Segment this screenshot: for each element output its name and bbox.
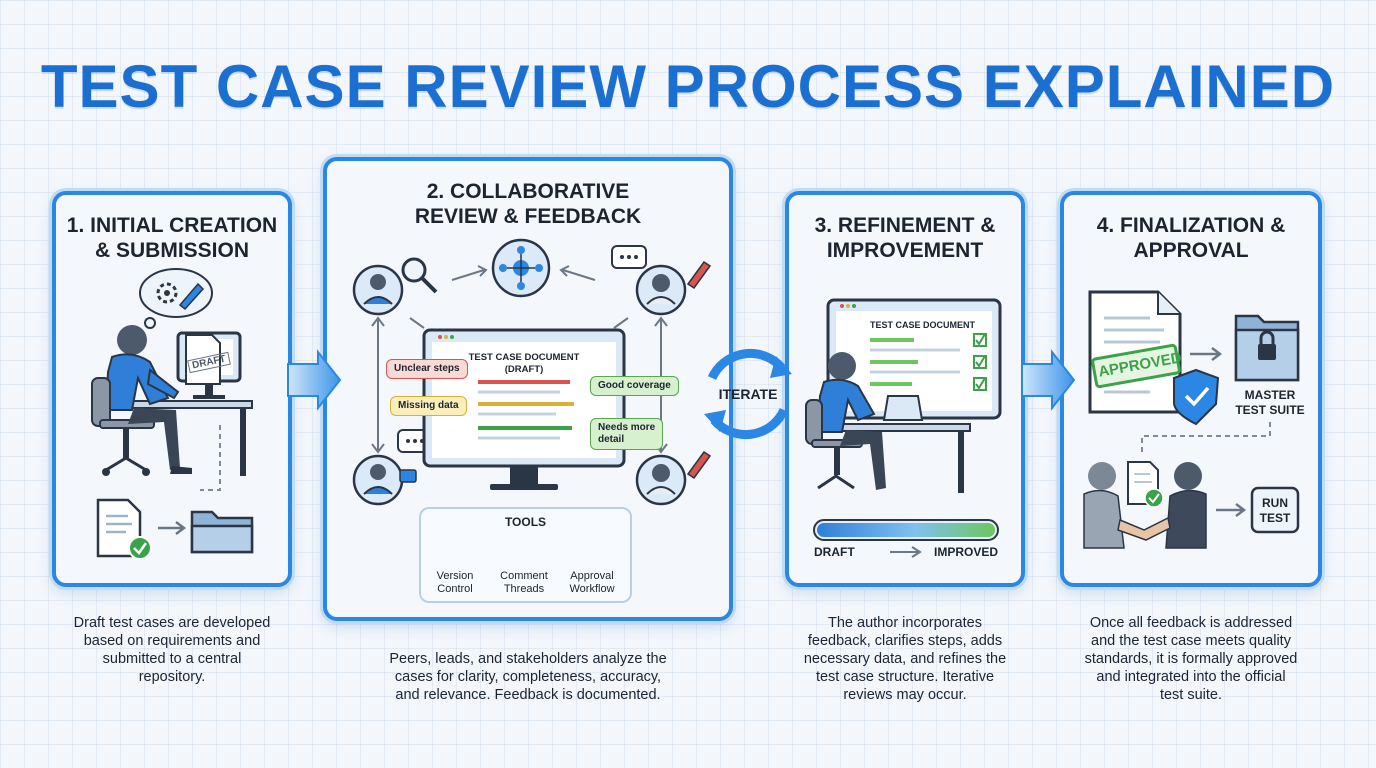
folder-icon [190,510,254,554]
tool-comment-threads-line1: Comment [500,570,548,582]
step-3-desc-line: reviews may occur. [843,687,967,703]
step-2-title-line1: 2. COLLABORATIVE [426,180,630,203]
callout-needs-more-line2: detail [598,434,625,445]
step-1-title-line2: & SUBMISSION [94,239,249,262]
step-4-desc-line: and integrated into the official [1096,669,1286,685]
tool-comment-threads: Comment Threads [492,570,556,596]
callout-unclear-steps: Unclear steps [386,359,468,379]
suite-dashed-path [1141,422,1271,452]
tool-comment-threads-line2: Threads [503,583,545,595]
arrow-to-run [1216,503,1247,517]
handshake-icon [1083,461,1207,549]
lock-folder-icon [1234,314,1300,382]
tool-approval-workflow-line2: Workflow [569,583,615,595]
connector-arrows [371,265,668,454]
callout-needs-more-detail: Needs more detail [590,418,664,450]
arrow-to-suite [1190,347,1223,361]
step-3-desc-line: The author incorporates [828,615,982,631]
tool-approval-workflow: Approval Workflow [559,570,625,596]
step-3-desc-line: test case structure. Iterative [815,669,995,685]
progress-from-label: DRAFT [814,545,855,559]
step-1-desc-line: Draft test cases are developed [73,615,271,631]
refinement-worker-icon [805,298,1002,493]
step-4-description: Once all feedback is addressed and the t… [1060,614,1322,704]
step-1-description: Draft test cases are developed based on … [52,614,292,686]
tool-version-control-line1: Version [436,570,474,582]
flow-arrow-3-4 [1021,349,1076,411]
step-2-desc-line: and relevance. Feedback is documented. [395,687,661,703]
step-2-desc-line: cases for clarity, completeness, accurac… [394,669,662,685]
tools-heading: TOOLS [504,515,547,529]
step-4-desc-line: test suite. [1159,687,1223,703]
step-3-description: The author incorporates feedback, clarif… [782,614,1028,704]
step-1-desc-line: based on requirements and [83,633,261,649]
step-3-title-line2: IMPROVEMENT [826,239,984,262]
step-3-title-line1: 3. REFINEMENT & [814,214,996,237]
run-test-line1: RUN [1262,496,1288,510]
tools-box: TOOLS [419,507,632,603]
step-2-desc-line: Peers, leads, and stakeholders analyze t… [389,651,667,667]
step-3-desc-line: feedback, clarifies steps, adds [807,633,1003,649]
submit-dashed-path [200,425,221,491]
callout-missing-data: Missing data [390,396,467,416]
arrow-to-folder [158,521,187,535]
step-2-title-line2: REVIEW & FEEDBACK [414,205,642,228]
run-test-line2: TEST [1259,511,1291,525]
step-1-title-line1: 1. INITIAL CREATION [66,214,278,237]
approved-document-icon [1088,290,1182,414]
thought-bubble-icon [137,268,213,338]
doc-title-line1: TEST CASE DOCUMENT [468,352,580,363]
step-1-desc-line: repository. [138,669,206,685]
run-test-button [1250,486,1300,534]
step-2-description: Peers, leads, and stakeholders analyze t… [330,650,726,704]
step-4-desc-line: standards, it is formally approved [1084,651,1298,667]
page-title: TEST CASE REVIEW PROCESS EXPLAINED [40,53,1336,120]
tool-version-control: Version Control [423,570,487,596]
draft-improved-progress-bar [813,519,999,558]
step-4-title-line2: APPROVAL [1133,239,1249,262]
suite-label-line1: MASTER [1244,388,1296,402]
callout-good-coverage: Good coverage [590,376,679,396]
step-4-desc-line: and the test case meets quality [1091,633,1291,649]
iterate-label: ITERATE [718,386,778,402]
step-4-desc-line: Once all feedback is addressed [1089,615,1293,631]
document-check-icon [96,498,152,560]
tool-approval-workflow-line1: Approval [570,570,614,582]
refine-doc-title: TEST CASE DOCUMENT [870,320,976,330]
hub-icon [491,238,551,298]
flow-arrow-1-2 [287,349,342,411]
step-3-desc-line: necessary data, and refines the [803,651,1007,667]
progress-to-label: IMPROVED [934,545,999,559]
step-1-desc-line: submitted to a central [102,651,242,667]
desk-worker-icon [91,325,253,476]
suite-label-line2: TEST SUITE [1235,403,1305,417]
iterate-cycle-icon [704,348,792,440]
doc-title-line2: (DRAFT) [504,364,544,375]
tool-version-control-line2: Control [437,583,473,595]
shield-check-icon [1173,368,1220,426]
callout-needs-more-line1: Needs more [598,422,656,433]
step-4-title-line1: 4. FINALIZATION & [1096,214,1286,237]
